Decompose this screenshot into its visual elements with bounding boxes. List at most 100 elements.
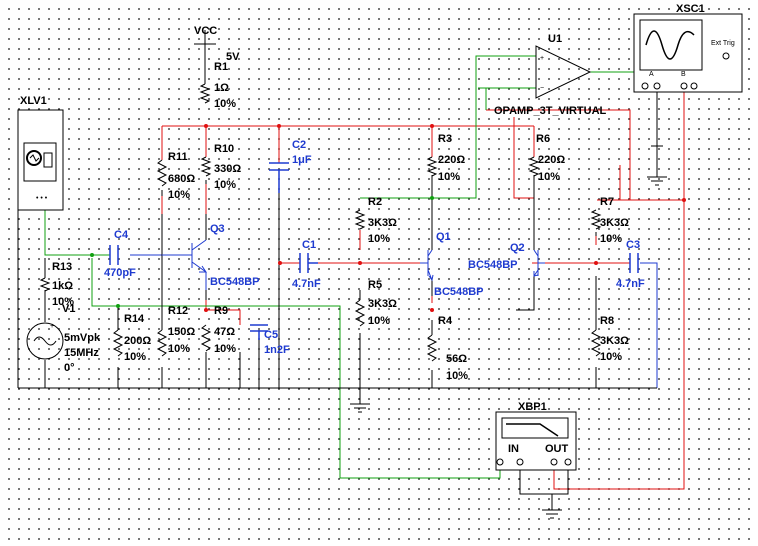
wires-red (161, 87, 685, 490)
r1-ref: R1 (214, 61, 228, 73)
r1-tol: 10% (214, 98, 236, 110)
wires-black (17, 30, 663, 510)
xlv1-instrument[interactable]: • • • XLV1 (17, 95, 64, 211)
xsc-ref: XSC1 (676, 3, 705, 15)
r12-tol: 10% (168, 343, 190, 355)
r5-ref: R5 (368, 279, 382, 291)
c4-value: 470pF (104, 267, 136, 279)
c5-value: 1n2F (264, 344, 290, 356)
c4-ref: C4 (114, 229, 129, 241)
r8-ref: R8 (600, 315, 614, 327)
r3-value: 220Ω (438, 154, 465, 166)
svg-text:−: − (540, 85, 544, 92)
xbp1-bode-plotter[interactable]: XBP1 IN OUT (495, 401, 577, 471)
r4-tol: 10% (446, 370, 468, 382)
r5-tol: 10% (368, 315, 390, 327)
xsc1-oscilloscope[interactable]: XSC1 Ext Trig A B (633, 3, 743, 93)
c1-value: 4.7nF (292, 278, 321, 290)
xbp-in-label: IN (508, 443, 519, 455)
r6-value: 220Ω (538, 154, 565, 166)
r14-value: 200Ω (124, 335, 151, 347)
r4-ref: R4 (438, 315, 453, 327)
junctions-green (90, 196, 434, 308)
q3-ref: Q3 (210, 223, 225, 235)
svg-text:+: + (540, 55, 544, 62)
vcc-voltage: 5V (226, 51, 240, 63)
r2-value: 3K3Ω (368, 217, 397, 229)
c2-value: 1μF (292, 154, 312, 166)
r8-tol: 10% (600, 351, 622, 363)
r2-ref: R2 (368, 196, 382, 208)
r13-value: 1kΩ (52, 280, 73, 292)
vcc-symbol[interactable]: VCC 5V (194, 25, 240, 63)
r10-value: 330Ω (214, 163, 241, 175)
r11-tol: 10% (168, 189, 190, 201)
transistor-labels: Q3 BC548BP Q1 BC548BP Q2 BC548BP (210, 223, 525, 298)
junctions (204, 124, 686, 312)
opamp-ref: U1 (548, 33, 562, 45)
source-frequency: 15MHz (64, 347, 99, 359)
vcc-label: VCC (194, 25, 217, 37)
svg-text:+: + (50, 323, 54, 330)
r13-tol: 10% (52, 296, 74, 308)
source-phase: 0° (64, 362, 75, 374)
r7-value: 3K3Ω (600, 217, 629, 229)
r4-value: 56Ω (446, 353, 467, 365)
r14-ref: R14 (124, 313, 145, 325)
r7-tol: 10% (600, 233, 622, 245)
c3-value: 4.7nF (616, 278, 645, 290)
wires-green (44, 55, 646, 479)
signal-analyzer-icon (26, 150, 42, 166)
resistor-symbols (39, 83, 602, 367)
xbp-out-label: OUT (545, 443, 569, 455)
source-ref: V1 (62, 303, 75, 315)
r9-value: 47Ω (214, 326, 235, 338)
r6-tol: 10% (538, 171, 560, 183)
r10-ref: R10 (214, 143, 234, 155)
source-amplitude: 5mVpk (64, 332, 101, 344)
r14-tol: 10% (124, 351, 146, 363)
r10-tol: 10% (214, 179, 236, 191)
xsc-ext-trig: Ext Trig (711, 40, 735, 47)
xsc-channel-b: B (681, 71, 686, 78)
q1-model: BC548BP (434, 286, 484, 298)
r9-tol: 10% (214, 343, 236, 355)
ground-symbols (350, 176, 667, 519)
r12-ref: R12 (168, 305, 188, 317)
capacitor-symbols (109, 162, 639, 340)
bode-curve-icon (506, 423, 559, 437)
r12-value: 150Ω (168, 326, 195, 338)
xsc-channel-a: A (649, 71, 654, 78)
r3-tol: 10% (438, 171, 460, 183)
c3-ref: C3 (626, 239, 640, 251)
sine-wave-icon (645, 30, 695, 60)
opamp-model: OPAMP_3T_VIRTUAL (494, 105, 607, 117)
r13-ref: R13 (52, 261, 72, 273)
q3-model: BC548BP (210, 276, 260, 288)
svg-text:• • •: • • • (36, 195, 48, 202)
r7-ref: R7 (600, 196, 614, 208)
q1-ref: Q1 (436, 231, 451, 243)
c2-ref: C2 (292, 139, 306, 151)
ac-source-v1[interactable]: + V1 5mVpk 15MHz 0° (26, 303, 101, 374)
opamp-u1[interactable]: + − U1 OPAMP_3T_VIRTUAL (494, 33, 607, 117)
r8-value: 3K3Ω (600, 335, 629, 347)
r1-value: 1Ω (214, 82, 229, 94)
xbp-ref: XBP1 (518, 401, 547, 413)
capacitor-labels: C2 1μF C4 470pF C1 4.7nF C3 4.7nF C5 1n2… (104, 139, 645, 356)
xlv-ref: XLV1 (20, 95, 47, 107)
r9-ref: R9 (214, 305, 228, 317)
c5-ref: C5 (264, 329, 278, 341)
r6-ref: R6 (536, 133, 550, 145)
transistor-symbols (162, 239, 545, 290)
resistor-labels: R1 1Ω 10% R10 330Ω 10% R11 680Ω 10% R3 2… (52, 61, 629, 382)
r11-value: 680Ω (168, 173, 195, 185)
r11-ref: R11 (168, 151, 188, 163)
wires-blue (130, 254, 658, 388)
c1-ref: C1 (302, 239, 316, 251)
q2-model: BC548BP (468, 259, 518, 271)
q2-ref: Q2 (510, 242, 525, 254)
r2-tol: 10% (368, 233, 390, 245)
r3-ref: R3 (438, 133, 452, 145)
